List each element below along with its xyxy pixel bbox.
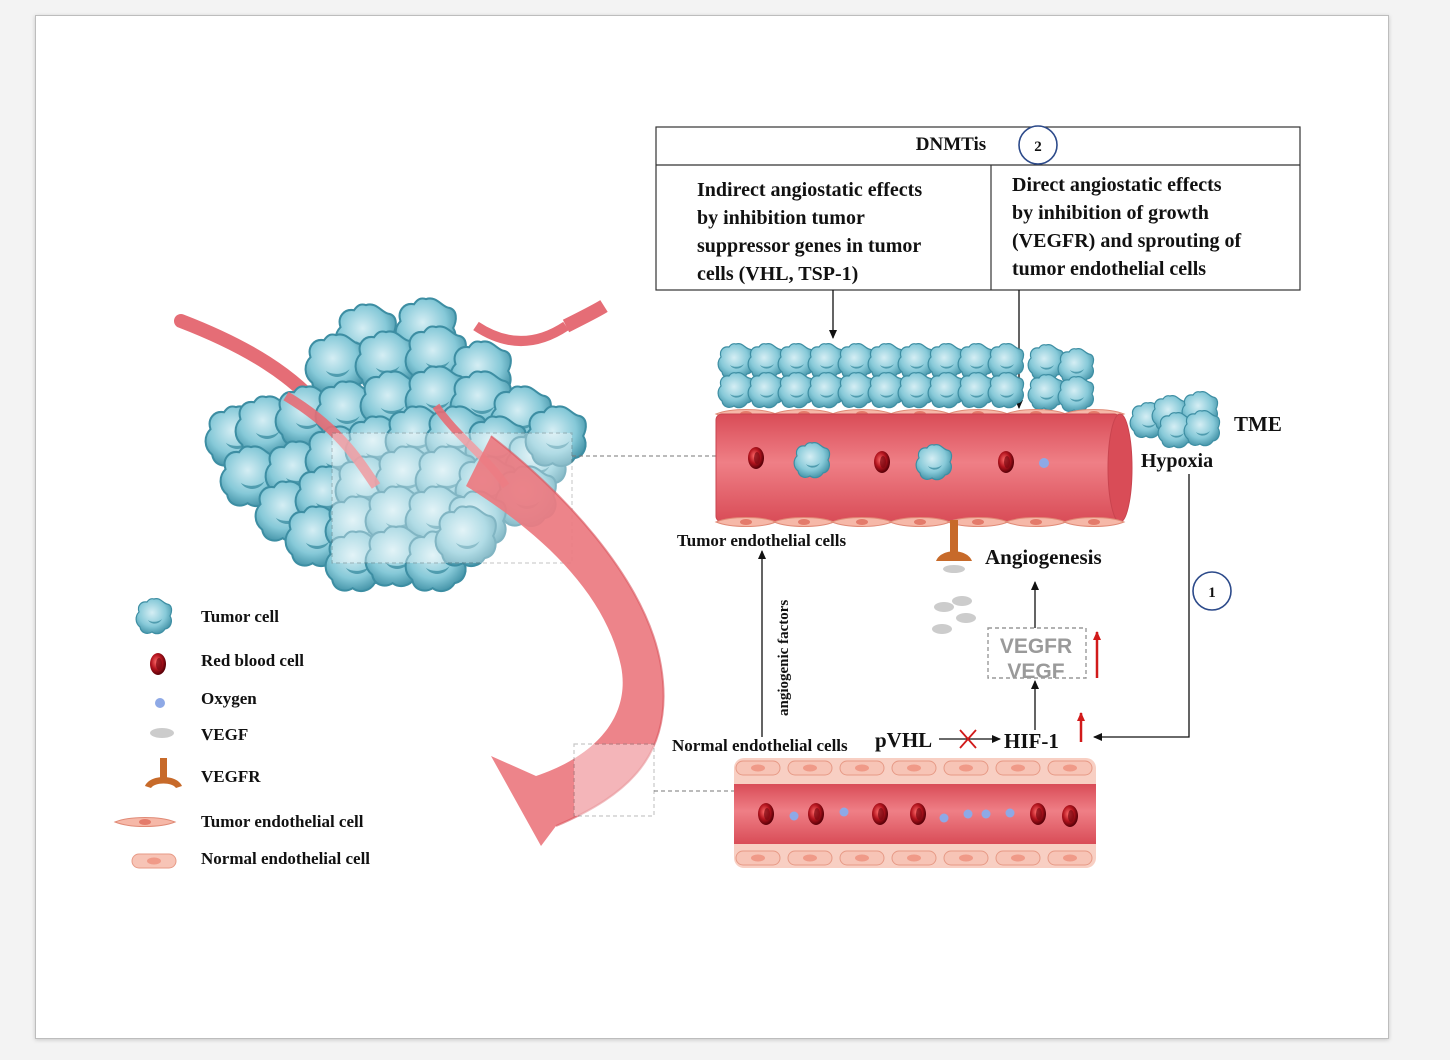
tumor-endothelial-cell-icon bbox=[715, 517, 777, 527]
zoom-box-normal bbox=[573, 743, 655, 817]
normal-endothelial-cell-icon bbox=[891, 850, 937, 866]
angiogenic-factors-label: angiogenic factors bbox=[776, 600, 792, 716]
normal-endothelial-cell-icon bbox=[891, 760, 937, 776]
hif1-label: HIF-1 bbox=[1004, 729, 1059, 753]
normal-endothelial-cell-icon bbox=[943, 760, 989, 776]
normal-endothelial-cell-icon bbox=[1047, 850, 1093, 866]
vegfr-receptor bbox=[936, 520, 972, 573]
tumor-endothelial-cell-icon bbox=[773, 517, 835, 527]
svg-text:by inhibition tumor: by inhibition tumor bbox=[697, 207, 865, 229]
svg-text:Indirect angiostatic effects: Indirect angiostatic effects bbox=[697, 179, 922, 201]
hypoxia-arrow bbox=[1093, 474, 1190, 741]
dnmtis-box: DNMTis 2 Indirect angiostatic effects by… bbox=[655, 125, 1301, 409]
normal-endothelial-cell-icon bbox=[1047, 760, 1093, 776]
inhibit-cross-icon bbox=[959, 729, 977, 749]
svg-text:suppressor genes in tumor: suppressor genes in tumor bbox=[697, 235, 921, 257]
pvhl-label: pVHL bbox=[875, 728, 932, 752]
angiogenesis-label: Angiogenesis bbox=[985, 545, 1102, 569]
legend-label-vegf: VEGF bbox=[201, 725, 248, 744]
indirect-effects-text: Indirect angiostatic effects by inhibiti… bbox=[697, 179, 922, 285]
legend-label-tumor-endothelial-cell: Tumor endothelial cell bbox=[201, 812, 364, 831]
legend-label-vegfr: VEGFR bbox=[201, 767, 261, 786]
legend-label-tumor-cell: Tumor cell bbox=[201, 607, 279, 626]
legend-normal-endothelial-cell-icon bbox=[131, 853, 177, 869]
svg-text:by inhibition of growth: by inhibition of growth bbox=[1012, 202, 1209, 224]
step-2-label: 2 bbox=[1034, 139, 1042, 155]
normal-endothelial-cell-icon bbox=[995, 760, 1041, 776]
normal-endothelial-cell-icon bbox=[839, 850, 885, 866]
svg-text:Direct angiostatic effects: Direct angiostatic effects bbox=[1012, 174, 1222, 196]
normal-endothelial-cell-icon bbox=[943, 850, 989, 866]
dnmtis-title: DNMTis bbox=[916, 134, 986, 155]
tumor-vessel bbox=[715, 342, 1133, 527]
hypoxia-label: Hypoxia bbox=[1141, 450, 1213, 472]
legend-label-normal-endothelial-cell: Normal endothelial cell bbox=[201, 849, 370, 868]
direct-effects-text: Direct angiostatic effects by inhibition… bbox=[1012, 174, 1241, 280]
vegfr-vegf-box bbox=[987, 627, 1087, 679]
normal-endothelial-cell-icon bbox=[787, 760, 833, 776]
legend-oxygen-icon bbox=[155, 698, 165, 708]
normal-endothelial-cell-icon bbox=[735, 760, 781, 776]
normal-vessel bbox=[734, 758, 1096, 868]
legend-vegf-icon bbox=[150, 728, 174, 738]
svg-text:(VEGFR) and sprouting of: (VEGFR) and sprouting of bbox=[1012, 230, 1241, 252]
vegf-cluster bbox=[932, 596, 976, 634]
normal-endothelial-cell-icon bbox=[735, 850, 781, 866]
step-1-badge bbox=[1192, 571, 1232, 611]
tumor-cell-icon bbox=[1057, 375, 1095, 413]
normal-endothelial-cell-icon bbox=[839, 760, 885, 776]
legend-red-blood-cell-icon bbox=[150, 653, 166, 675]
legend-tumor-cell-icon bbox=[135, 597, 173, 635]
tumor-endothelial-cell-icon bbox=[889, 517, 951, 527]
normal-endothelial-cells-label: Normal endothelial cells bbox=[672, 736, 848, 755]
legend: Tumor cell Red blood cell Oxygen VEGF VE… bbox=[114, 597, 370, 869]
tumor-endothelial-cell-icon bbox=[1005, 517, 1067, 527]
tme-cluster bbox=[1129, 390, 1221, 449]
normal-endothelial-cell-icon bbox=[995, 850, 1041, 866]
main-vessel bbox=[466, 435, 665, 846]
legend-tumor-endothelial-cell-icon bbox=[114, 817, 176, 827]
tumor-endothelial-cells-label: Tumor endothelial cells bbox=[677, 531, 846, 550]
svg-text:cells (VHL, TSP-1): cells (VHL, TSP-1) bbox=[697, 263, 858, 285]
legend-label-oxygen: Oxygen bbox=[201, 689, 257, 708]
figure-canvas: DNMTis 2 Indirect angiostatic effects by… bbox=[35, 15, 1389, 1039]
vegf-text: VEGF bbox=[1007, 660, 1064, 683]
legend-vegfr-icon bbox=[145, 758, 182, 788]
tumor-cell-icon bbox=[987, 371, 1025, 409]
vegfr-text: VEGFR bbox=[1000, 635, 1072, 658]
tumor-cell-icon bbox=[1027, 373, 1065, 411]
angiogenesis-diagram: DNMTis 2 Indirect angiostatic effects by… bbox=[114, 125, 1301, 869]
tumor-endothelial-cell-icon bbox=[1063, 517, 1125, 527]
tumor-endothelial-cell-icon bbox=[831, 517, 893, 527]
tme-label: TME bbox=[1234, 412, 1282, 436]
legend-label-red-blood-cell: Red blood cell bbox=[201, 651, 304, 670]
normal-endothelial-cell-icon bbox=[787, 850, 833, 866]
step-1-label: 1 bbox=[1208, 585, 1216, 601]
svg-text:tumor endothelial cells: tumor endothelial cells bbox=[1012, 258, 1206, 280]
step-2-badge bbox=[1018, 125, 1058, 165]
tumor-mass bbox=[174, 297, 608, 593]
